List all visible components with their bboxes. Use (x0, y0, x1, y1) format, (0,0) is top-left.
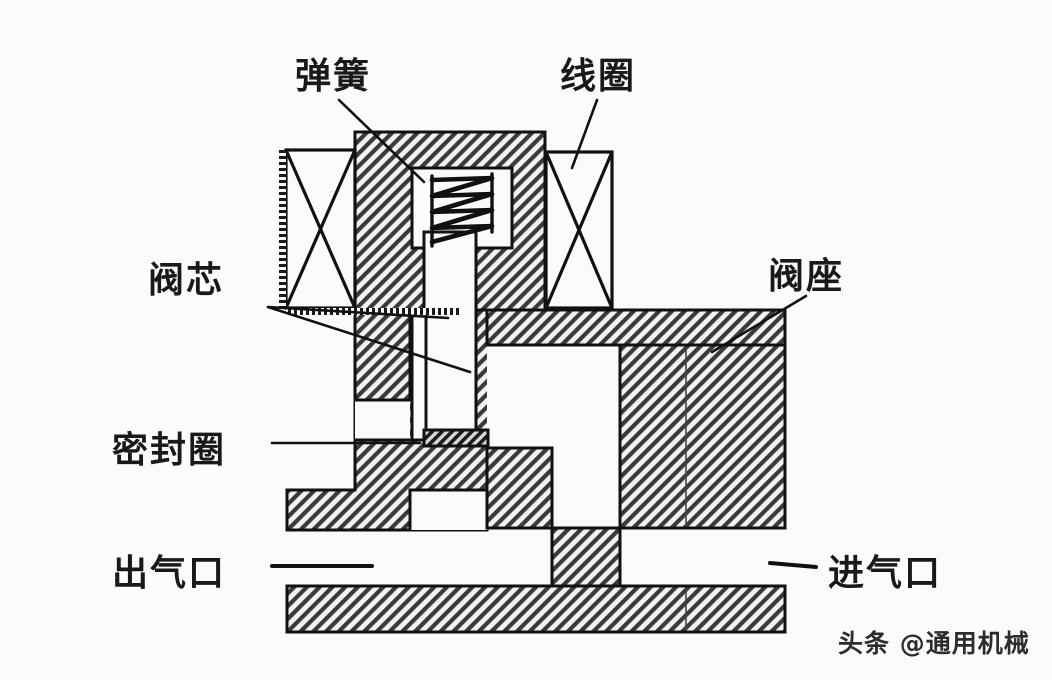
label-spring: 弹簧 (295, 56, 371, 97)
stem-shoulder (485, 446, 554, 530)
leader-valve-seat (710, 294, 808, 354)
leader-valve-core-b (266, 305, 450, 320)
label-air-inlet: 进气口 (828, 553, 942, 594)
top-deck (485, 308, 787, 347)
coil-right (544, 150, 614, 310)
coil-left-bobbin-base (286, 308, 461, 315)
seal-ring (422, 428, 490, 448)
leader-coil (570, 98, 599, 170)
spool-guide-clearance (410, 308, 428, 442)
inlet-bar (285, 584, 787, 634)
label-air-outlet: 出气口 (112, 553, 226, 594)
coil-right-cross-b (544, 151, 614, 309)
label-seal-ring: 密封圈 (112, 429, 226, 471)
watermark: 头条 @通用机械 (838, 629, 1030, 658)
inlet-duct-wall (550, 526, 622, 590)
label-valve-seat: 阀座 (768, 256, 844, 297)
leader-lines (266, 98, 818, 569)
label-layer: 弹簧 线圈 阀芯 阀座 密封圈 出气口 进气口 (112, 56, 942, 594)
coil-left-cross-b (284, 149, 357, 309)
label-coil: 线圈 (560, 56, 636, 97)
spring (429, 172, 495, 248)
label-valve-core: 阀芯 (148, 260, 224, 301)
leader-valve-core-a (266, 305, 472, 374)
leader-air-inlet (768, 561, 818, 569)
coil-left (279, 148, 461, 315)
left-wall-upper (353, 308, 412, 402)
coil-left-bobbin-edge (279, 150, 286, 308)
spool (422, 230, 478, 442)
leader-spring (337, 98, 426, 184)
